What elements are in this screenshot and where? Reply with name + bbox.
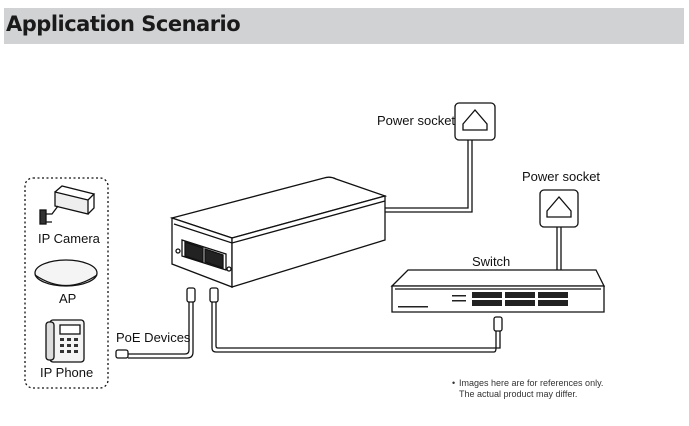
power-cable bbox=[556, 227, 562, 270]
power-cable bbox=[385, 140, 473, 213]
power-socket-icon bbox=[539, 189, 579, 228]
ethernet-cable-to-switch bbox=[211, 302, 501, 353]
switch-label: Switch bbox=[472, 254, 510, 269]
rj45-connector bbox=[209, 287, 219, 303]
ip-camera-icon bbox=[39, 185, 96, 225]
network-switch-icon bbox=[390, 269, 606, 313]
device-label-ip-phone: IP Phone bbox=[40, 365, 93, 380]
rj45-connector bbox=[493, 316, 503, 332]
poe-injector-icon bbox=[169, 176, 388, 288]
disclaimer-line-1: Images here are for references only. bbox=[459, 378, 603, 388]
rj45-connector bbox=[186, 287, 196, 303]
power-socket-label: Power socket bbox=[377, 113, 455, 128]
section-title: Application Scenario bbox=[6, 12, 241, 36]
poe-devices-group bbox=[24, 177, 109, 389]
power-socket-icon bbox=[454, 102, 496, 141]
disclaimer-bullet: • bbox=[452, 378, 455, 388]
device-label-ip-camera: IP Camera bbox=[38, 231, 101, 246]
section-header: Application Scenario bbox=[4, 8, 684, 44]
rj45-connector bbox=[115, 349, 129, 359]
power-socket-label: Power socket bbox=[522, 169, 600, 184]
disclaimer-line-2: The actual product may differ. bbox=[459, 389, 577, 399]
ethernet-cable-to-devices bbox=[128, 302, 194, 359]
device-label-ap: AP bbox=[59, 291, 76, 306]
access-point-icon bbox=[34, 259, 98, 287]
ip-phone-icon bbox=[45, 319, 85, 363]
poe-devices-label: PoE Devices bbox=[116, 330, 191, 345]
